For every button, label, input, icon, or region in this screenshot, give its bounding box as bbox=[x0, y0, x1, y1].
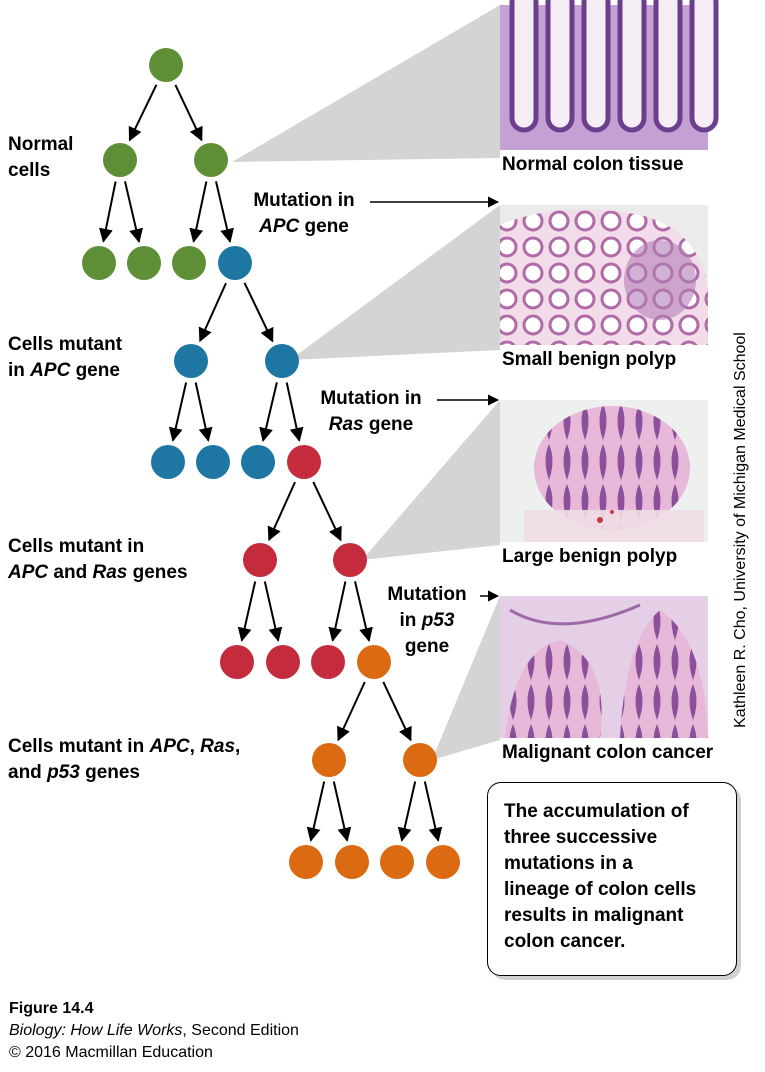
figure-number: Figure 14.4 bbox=[9, 1000, 94, 1017]
cell-n-l2c bbox=[172, 246, 206, 280]
cell-a-l1b bbox=[265, 344, 299, 378]
lineage-arrow bbox=[198, 282, 227, 343]
label-cells-mutant-apc: Cells mutant in APC gene bbox=[8, 334, 123, 381]
shade-wedge-malignant bbox=[432, 596, 500, 760]
lineage-arrow bbox=[99, 181, 117, 243]
cell-r-l2d bbox=[357, 645, 391, 679]
summary-line: results in malignant bbox=[504, 905, 684, 926]
cell-p-l2a bbox=[289, 845, 323, 879]
lineage-arrow bbox=[259, 382, 278, 442]
lineage-arrow bbox=[174, 84, 203, 142]
shade-wedges bbox=[232, 5, 500, 760]
caption-small-benign-polyp: Small benign polyp bbox=[502, 349, 677, 370]
cell-n-l2b bbox=[127, 246, 161, 280]
caption-malignant-colon-cancer: Malignant colon cancer bbox=[502, 742, 714, 763]
lineage-arrow bbox=[332, 781, 352, 842]
cell-p-l1b bbox=[403, 743, 437, 777]
lineage-arrow bbox=[354, 581, 373, 642]
lineage-arrow bbox=[128, 84, 158, 142]
lineage-arrow bbox=[243, 282, 274, 343]
summary-line: colon cancer. bbox=[504, 931, 626, 952]
lineage-arrow bbox=[337, 681, 366, 742]
label-normal-cells: Normal cells bbox=[8, 134, 74, 181]
lineage-arrow bbox=[285, 382, 304, 442]
shade-wedge-small bbox=[290, 205, 500, 360]
cell-a-l2d bbox=[287, 445, 321, 479]
photo-small-benign-polyp bbox=[500, 205, 708, 345]
shade-wedge-normal bbox=[232, 5, 500, 162]
caption-normal-colon-tissue: Normal colon tissue bbox=[502, 154, 684, 175]
lineage-arrow bbox=[124, 181, 143, 243]
cell-a-l1a bbox=[174, 344, 208, 378]
caption-large-benign-polyp: Large benign polyp bbox=[502, 546, 678, 567]
cell-r-l2c bbox=[311, 645, 345, 679]
lineage-arrow bbox=[267, 481, 296, 542]
copyright: © 2016 Macmillan Education bbox=[9, 1044, 213, 1061]
photo-large-benign-polyp bbox=[500, 400, 708, 542]
cell-n-l1b bbox=[194, 143, 228, 177]
lineage-arrow bbox=[312, 481, 342, 542]
mutation-arrows bbox=[370, 196, 500, 602]
cell-r-l2b bbox=[266, 645, 300, 679]
cell-p-l2b bbox=[335, 845, 369, 879]
lineage-arrows bbox=[99, 84, 443, 842]
mutation-label-ras: Mutation in Ras gene bbox=[320, 388, 422, 435]
cell-a-l2a bbox=[151, 445, 185, 479]
cell-n-root bbox=[149, 48, 183, 82]
mutation-label-p53: Mutation in p53 gene bbox=[387, 584, 467, 657]
cell-n-l2d bbox=[218, 246, 252, 280]
shade-wedge-large bbox=[362, 400, 500, 560]
lineage-arrow bbox=[215, 181, 234, 243]
lineage-arrow bbox=[189, 181, 208, 243]
lineage-arrow bbox=[328, 581, 347, 642]
photo-malignant-colon-cancer bbox=[500, 596, 708, 738]
cell-r-l1b bbox=[333, 543, 367, 577]
lineage-arrow bbox=[263, 581, 283, 642]
lineage-arrow bbox=[382, 681, 412, 742]
lineage-arrow bbox=[168, 382, 188, 442]
cell-n-l1a bbox=[103, 143, 137, 177]
lineage-arrow bbox=[423, 781, 443, 842]
cell-n-l2a bbox=[82, 246, 116, 280]
cell-p-l1a bbox=[312, 743, 346, 777]
label-cells-mutant-all: Cells mutant in APC, Ras, and p53 genes bbox=[8, 736, 241, 783]
cell-p-l2d bbox=[426, 845, 460, 879]
label-cells-mutant-apc-ras: Cells mutant in APC and Ras genes bbox=[8, 536, 188, 583]
lineage-arrow bbox=[194, 382, 213, 442]
lineage-cells bbox=[82, 48, 460, 879]
summary-line: The accumulation of bbox=[504, 801, 689, 822]
lineage-arrow bbox=[237, 581, 257, 642]
summary-line: three successive bbox=[504, 827, 658, 848]
figure-footer: Figure 14.4 Biology: How Life Works, Sec… bbox=[9, 998, 299, 1064]
cell-a-l2b bbox=[196, 445, 230, 479]
cell-r-l2a bbox=[220, 645, 254, 679]
mutation-label-apc: Mutation in APC gene bbox=[253, 190, 355, 237]
book-citation: Biology: How Life Works, Second Edition bbox=[9, 1022, 299, 1039]
cell-p-l2c bbox=[380, 845, 414, 879]
photo-credit: Kathleen R. Cho, University of Michigan … bbox=[732, 332, 749, 728]
cell-a-l2c bbox=[241, 445, 275, 479]
photo-normal-colon-tissue bbox=[500, 0, 719, 150]
summary-line: lineage of colon cells bbox=[504, 879, 697, 900]
cell-r-l1a bbox=[243, 543, 277, 577]
lineage-arrow bbox=[306, 781, 326, 842]
lineage-arrow bbox=[397, 781, 417, 842]
summary-line: mutations in a bbox=[504, 853, 633, 874]
summary-box: The accumulation of three successive mut… bbox=[487, 782, 737, 976]
